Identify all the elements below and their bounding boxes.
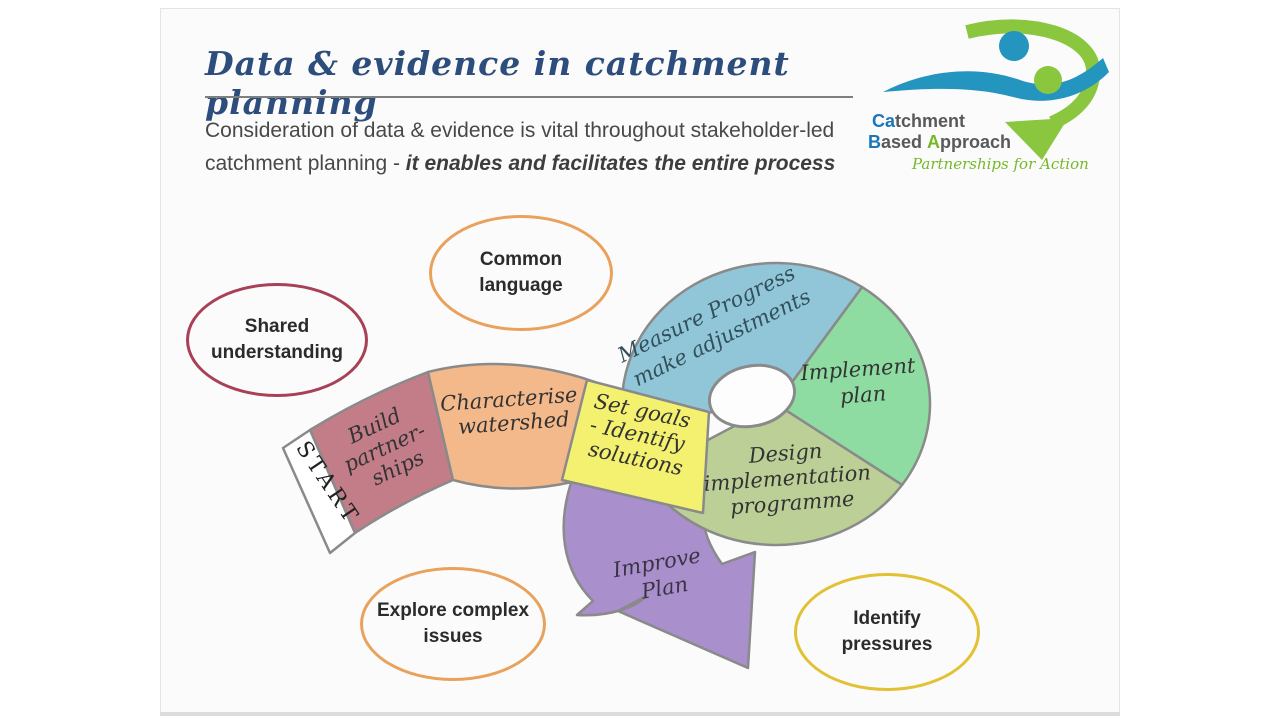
bubble-shared-understanding-line2: understanding bbox=[211, 342, 343, 363]
segment-set-goals bbox=[560, 378, 711, 515]
bubble-explore-complex-issues-line2: issues bbox=[423, 626, 483, 647]
title-divider bbox=[205, 96, 853, 98]
bubble-common-language-line2: language bbox=[479, 275, 563, 296]
logo-green-circle-arrow bbox=[965, 19, 1100, 130]
logo-wordmark-line1: Catchment bbox=[872, 111, 965, 132]
cycle-donut-hole bbox=[707, 363, 797, 429]
subtitle-line2-prefix: catchment planning - bbox=[205, 152, 406, 175]
logo-line2-rest: pproach bbox=[940, 132, 1012, 152]
segment-start bbox=[281, 428, 357, 555]
logo-green-arrowhead-icon bbox=[1005, 118, 1068, 160]
subtitle: Consideration of data & evidence is vita… bbox=[205, 114, 845, 180]
logo-wordmark-line2: Based Approach bbox=[868, 132, 1011, 153]
logo-green-dot-icon bbox=[1034, 66, 1062, 94]
bubble-shared-understanding: Shared understanding bbox=[186, 283, 368, 397]
bubble-common-language: Common language bbox=[429, 215, 613, 331]
page-title: Data & evidence in catchment planning bbox=[205, 44, 790, 122]
logo-b-accent: B bbox=[868, 132, 881, 152]
bubble-explore-complex-issues: Explore complex issues bbox=[360, 567, 546, 681]
label-characterise-watershed: Characterise watershed bbox=[439, 382, 586, 440]
bubble-identify-pressures-line1: Identify bbox=[853, 608, 921, 629]
bubble-identify-pressures-line2: pressures bbox=[841, 634, 933, 655]
subtitle-line2: catchment planning - it enables and faci… bbox=[205, 147, 845, 180]
segment-implement-plan bbox=[774, 285, 932, 487]
catchment-based-approach-logo bbox=[883, 19, 1109, 160]
logo-blue-wave-icon bbox=[883, 58, 1109, 101]
subtitle-line2-emphasis: it enables and facilitates the entire pr… bbox=[405, 152, 836, 175]
subtitle-line1: Consideration of data & evidence is vita… bbox=[205, 119, 835, 142]
bubble-common-language-line1: Common bbox=[479, 249, 563, 270]
segment-measure-progress bbox=[620, 261, 864, 425]
bubble-identify-pressures: Identify pressures bbox=[794, 573, 980, 691]
bubble-shared-understanding-line1: Shared bbox=[244, 316, 310, 337]
slide-bottom-strip bbox=[160, 712, 1120, 716]
bubble-explore-complex-issues-line1: Explore complex bbox=[376, 600, 530, 621]
logo-line1-rest: tchment bbox=[895, 111, 966, 131]
logo-line2-mid: ased bbox=[881, 132, 928, 152]
logo-a-accent: A bbox=[927, 132, 941, 152]
logo-tagline: Partnerships for Action bbox=[912, 155, 1089, 173]
logo-blue-dot-icon bbox=[999, 31, 1029, 61]
logo-ca-accent: Ca bbox=[872, 111, 896, 131]
label-design-programme: Design implementation programme bbox=[701, 435, 880, 521]
